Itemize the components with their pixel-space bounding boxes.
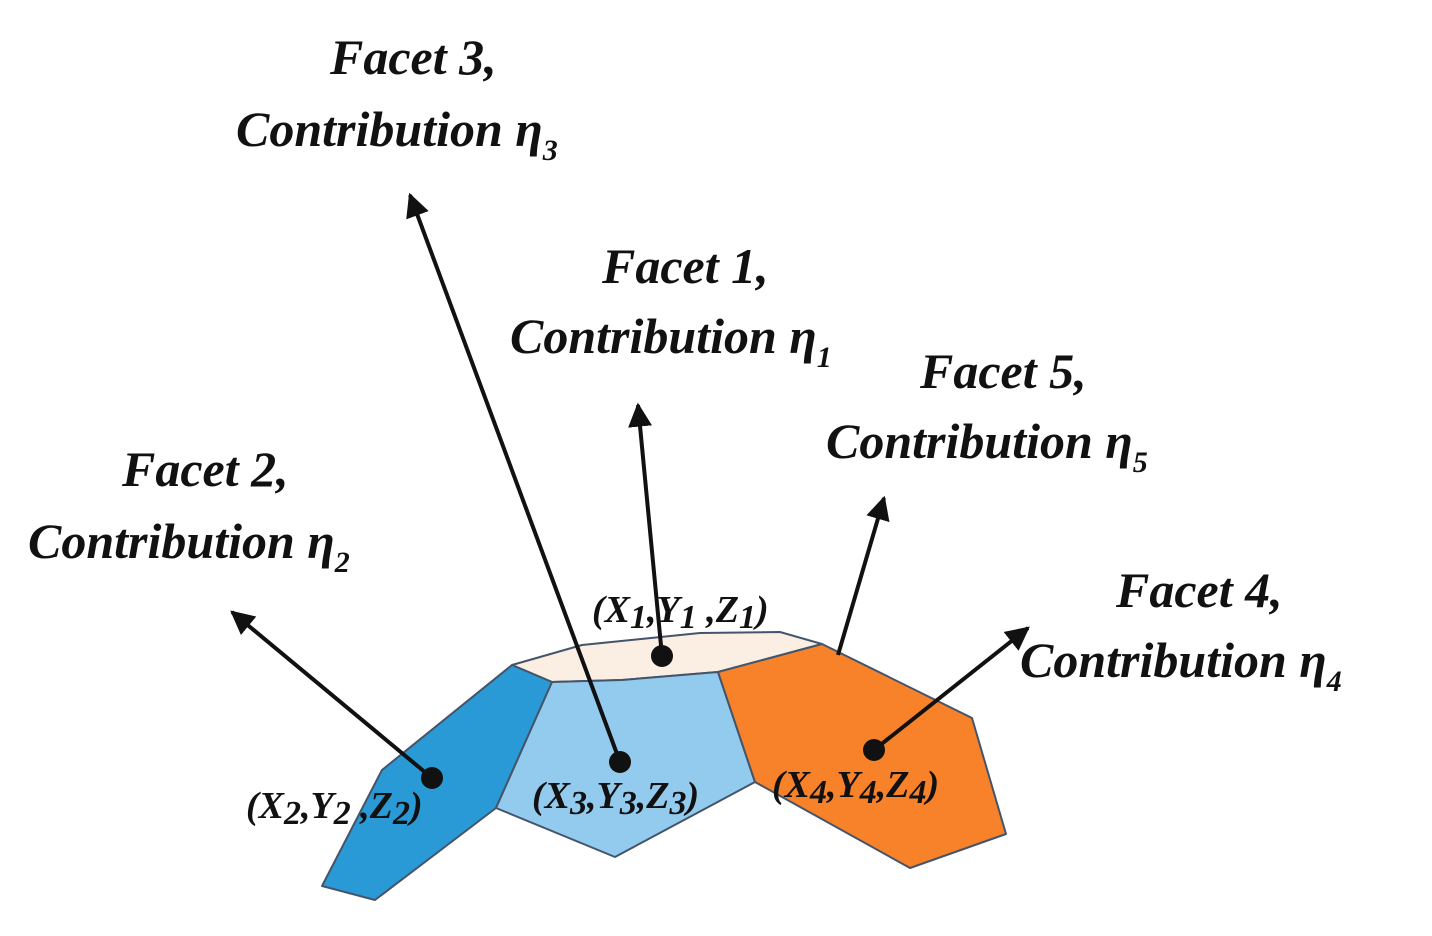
facet-1-coordinate: (X1,Y1 ,Z1) [592, 589, 769, 636]
facet-2-normal-arrow [230, 610, 434, 780]
facet-3-title: Facet 3, [329, 29, 497, 85]
facet-3-contribution: Contribution η3 [236, 101, 558, 167]
facet-2-title: Facet 2, [121, 441, 289, 497]
facet-5-title: Facet 5, [919, 343, 1087, 399]
facet-2-centroid-dot [421, 767, 443, 789]
facet-5-contribution: Contribution η5 [826, 413, 1148, 479]
facet-4-centroid-dot [863, 739, 885, 761]
facet-4-contribution: Contribution η4 [1020, 632, 1342, 698]
facet-3-centroid-dot [609, 751, 631, 773]
facet-1-title: Facet 1, [601, 238, 769, 294]
facet-1-centroid-dot [651, 645, 673, 667]
facet-4-normal-arrow [872, 626, 1030, 752]
facet-3-coordinate: (X3,Y3,Z3) [532, 775, 699, 822]
facet-5-normal-arrow [836, 495, 890, 656]
facet-1-contribution: Contribution η1 [510, 308, 832, 374]
facet-3-normal-arrow [406, 192, 622, 763]
facet-4-title: Facet 4, [1115, 562, 1283, 618]
facet-2-contribution: Contribution η2 [28, 513, 350, 579]
facet-1-normal-arrow [628, 402, 664, 657]
